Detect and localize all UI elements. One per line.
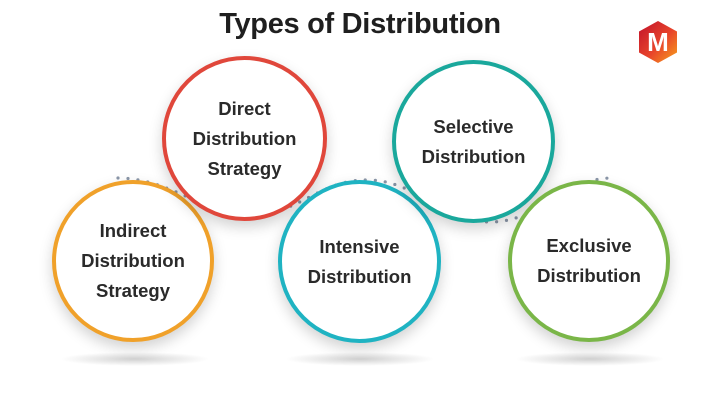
diagram-title: Types of Distribution — [219, 8, 501, 40]
node-indirect-distribution-strategy: Indirect Distribution Strategy — [52, 180, 214, 342]
node-exclusive-distribution: Exclusive Distribution — [508, 180, 670, 342]
node-shadow — [515, 352, 665, 366]
node-label: Exclusive Distribution — [537, 235, 641, 286]
node-label: Selective Distribution — [421, 115, 526, 167]
node-direct-distribution-strategy: Direct Distribution Strategy — [162, 56, 327, 221]
brand-logo: M — [636, 20, 680, 64]
hexagon-logo-icon — [639, 21, 677, 63]
logo-letter: M — [647, 27, 669, 57]
node-label: Direct Distribution Strategy — [192, 97, 297, 179]
node-shadow — [285, 352, 435, 366]
node-label: Indirect Distribution Strategy — [81, 220, 185, 301]
node-selective-distribution: Selective Distribution — [392, 60, 555, 223]
node-shadow — [60, 352, 210, 366]
node-label: Intensive Distribution — [307, 235, 412, 287]
node-intensive-distribution: Intensive Distribution — [278, 180, 441, 343]
